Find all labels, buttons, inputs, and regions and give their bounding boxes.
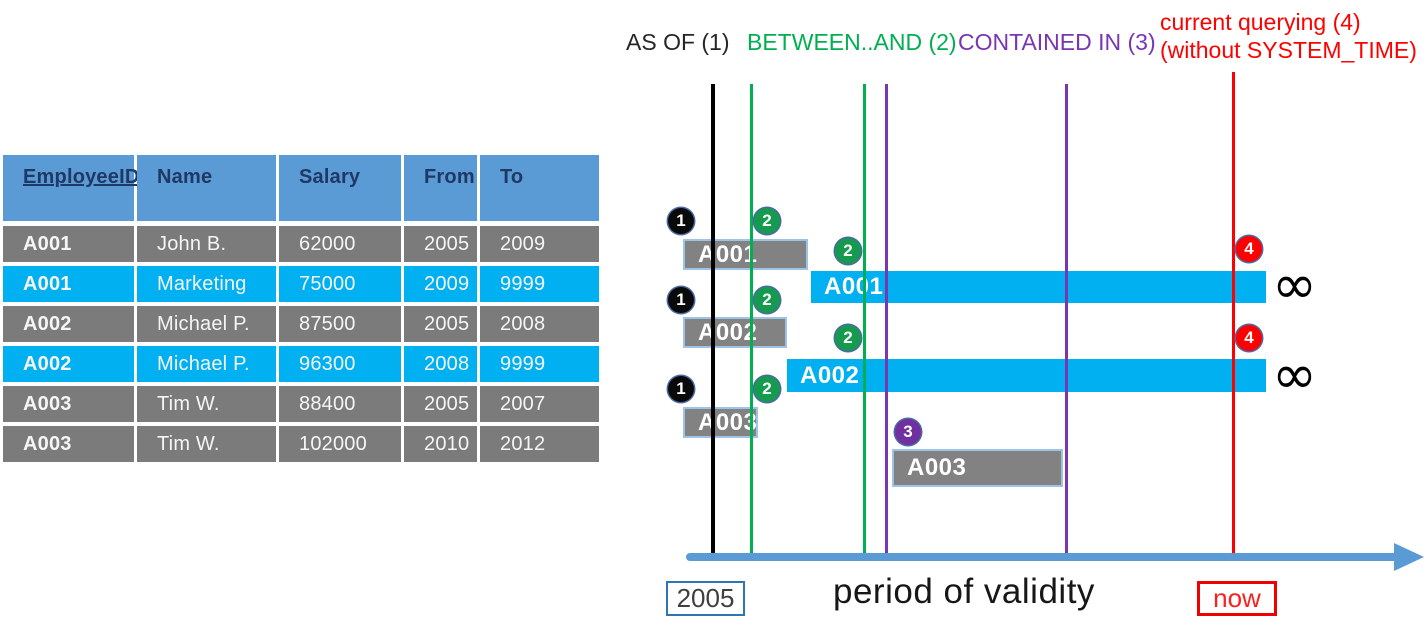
bar-label: A003 (698, 408, 758, 436)
legend-current-querying-line2: (without SYSTEM_TIME) (1160, 37, 1417, 63)
employee-table: EmployeeID Name Salary From To A001 John… (3, 155, 599, 466)
between-end-line (863, 84, 866, 560)
table-cell: 2012 (480, 426, 599, 462)
marker-2-a001: 2 (754, 208, 780, 234)
marker-1-a003: 1 (668, 376, 694, 402)
table-cell: 62000 (279, 226, 401, 262)
bar-a002-old: A002 (683, 317, 787, 348)
legend-contained-in-label: CONTAINED IN (3) (958, 29, 1156, 55)
table-cell: 9999 (480, 266, 599, 302)
bar-a002-current: A002 (787, 359, 1266, 392)
table-row: A002 Michael P. 87500 2005 2008 (3, 306, 599, 342)
marker-1-a002: 1 (668, 287, 694, 313)
table-cell: 2005 (404, 226, 477, 262)
table-cell: 75000 (279, 266, 401, 302)
header-cell-salary: Salary (279, 155, 401, 221)
table-cell: Tim W. (137, 386, 276, 422)
table-cell: Tim W. (137, 426, 276, 462)
table-cell: A003 (3, 386, 134, 422)
now-line (1232, 72, 1235, 560)
contained-start-line (885, 84, 888, 560)
header-cell-to: To (480, 155, 599, 221)
table-cell: A002 (3, 306, 134, 342)
table-cell: 2005 (404, 386, 477, 422)
header-cell-from: From (404, 155, 477, 221)
table-cell: 2009 (404, 266, 477, 302)
table-row: A003 Tim W. 88400 2005 2007 (3, 386, 599, 422)
table-cell: A003 (3, 426, 134, 462)
table-cell: A001 (3, 226, 134, 262)
infinity-symbol-a002: ∞ (1272, 343, 1317, 406)
table-cell: Michael P. (137, 306, 276, 342)
as-of-line (711, 84, 715, 560)
marker-4-a001-current: 4 (1236, 236, 1262, 262)
bar-a003-contained: A003 (892, 449, 1063, 487)
table-row: A002 Michael P. 96300 2008 9999 (3, 346, 599, 382)
between-start-line (750, 84, 753, 560)
now-box: now (1197, 581, 1277, 616)
legend-current-querying-label: current querying (4) (without SYSTEM_TIM… (1160, 8, 1417, 64)
header-cell-employeeid: EmployeeID (3, 155, 139, 221)
legend-as-of-label: AS OF (1) (626, 29, 730, 55)
legend-current-querying-line1: current querying (4) (1160, 9, 1361, 35)
table-cell: 96300 (279, 346, 401, 382)
table-cell: 2008 (404, 346, 477, 382)
table-row: A001 Marketing 75000 2009 9999 (3, 266, 599, 302)
legend-between-and-label: BETWEEN..AND (2) (747, 29, 957, 55)
marker-2-a001-current: 2 (835, 238, 861, 264)
time-axis-arrow (686, 553, 1398, 561)
bar-label: A003 (907, 454, 967, 481)
table-cell: 9999 (480, 346, 599, 382)
table-cell: Michael P. (137, 346, 276, 382)
header-cell-name: Name (137, 155, 276, 221)
bar-label: A001 (698, 240, 758, 268)
marker-1-a001: 1 (668, 208, 694, 234)
table-cell: 2010 (404, 426, 477, 462)
bar-a001-current: A001 (811, 271, 1266, 303)
table-row: A003 Tim W. 102000 2010 2012 (3, 426, 599, 462)
bar-label: A002 (800, 361, 860, 389)
bar-a003-old: A003 (683, 407, 758, 438)
table-cell: John B. (137, 226, 276, 262)
infinity-symbol-a001: ∞ (1272, 253, 1317, 316)
bar-label: A001 (824, 273, 884, 300)
table-cell: Marketing (137, 266, 276, 302)
contained-end-line (1065, 84, 1068, 560)
table-cell: 2009 (480, 226, 599, 262)
marker-2-a002-current: 2 (835, 325, 861, 351)
axis-arrowhead-icon (1394, 543, 1424, 571)
marker-2-a003: 2 (754, 376, 780, 402)
table-cell: A002 (3, 346, 134, 382)
period-of-validity-label: period of validity (833, 572, 1095, 611)
table-cell: 88400 (279, 386, 401, 422)
marker-2-a002: 2 (754, 287, 780, 313)
table-cell: A001 (3, 266, 134, 302)
year-2005-box: 2005 (666, 581, 745, 616)
table-row: A001 John B. 62000 2005 2009 (3, 226, 599, 262)
marker-3-a003-contained: 3 (895, 419, 921, 445)
table-cell: 2007 (480, 386, 599, 422)
table-cell: 2005 (404, 306, 477, 342)
bar-label: A002 (698, 318, 758, 346)
table-header-row: EmployeeID Name Salary From To (3, 155, 599, 221)
table-cell: 2008 (480, 306, 599, 342)
table-cell: 102000 (279, 426, 401, 462)
table-cell: 87500 (279, 306, 401, 342)
bar-a001-old: A001 (683, 239, 808, 270)
marker-4-a002-current: 4 (1236, 325, 1262, 351)
